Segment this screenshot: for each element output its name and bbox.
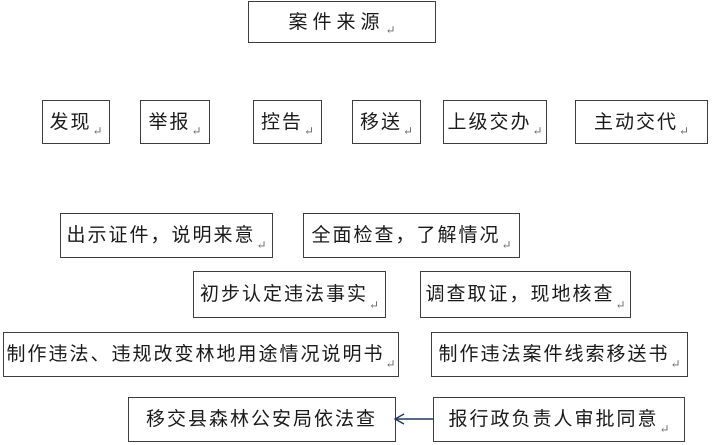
node-transfer: 移送↵	[352, 100, 421, 144]
paragraph-mark-icon: ↵	[385, 23, 396, 37]
node-label: 初步认定违法事实	[199, 284, 368, 305]
node-full-inspection: 全面检查，了解情况↵	[303, 213, 520, 258]
node-label: 发现	[49, 111, 92, 133]
paragraph-mark-icon: ↵	[92, 124, 103, 138]
node-label: 出示证件，说明来意	[66, 225, 256, 246]
node-clue-transfer-document: 制作违法案件线索移送书↵	[431, 332, 688, 377]
node-superior-assignment: 上级交办↵	[443, 100, 547, 144]
node-investigation-verification: 调查取证，现地核查↵	[420, 271, 631, 318]
node-label: 上级交办	[447, 111, 532, 133]
node-label: 移送	[359, 111, 402, 133]
node-accusation: 控告↵	[253, 100, 322, 144]
node-report: 举报↵	[140, 100, 210, 144]
node-statement-document: 制作违法、违规改变林地用途情况说明书↵	[3, 332, 399, 377]
node-show-credentials: 出示证件，说明来意↵	[60, 213, 273, 258]
node-preliminary-determination: 初步认定违法事实↵	[193, 271, 386, 318]
paragraph-mark-icon: ↵	[402, 124, 414, 138]
node-discover: 发现↵	[42, 100, 110, 144]
paragraph-mark-icon: ↵	[385, 357, 396, 371]
node-voluntary-confession: 主动交代↵	[575, 100, 708, 144]
node-transfer-to-forest-police: 移交县森林公安局依法查	[128, 397, 396, 442]
node-label: 报行政负责人审批同意	[448, 409, 659, 430]
paragraph-mark-icon: ↵	[532, 124, 543, 138]
node-label: 主动交代	[593, 111, 678, 133]
node-label: 全面检查，了解情况	[311, 225, 501, 246]
node-case-source: 案件来源↵	[248, 1, 436, 43]
node-label: 制作违法案件线索移送书	[438, 344, 670, 365]
node-label: 移交县森林公安局依法查	[145, 409, 377, 430]
node-label: 调查取证，现地核查	[425, 284, 615, 305]
paragraph-mark-icon: ↵	[615, 298, 626, 312]
paragraph-mark-icon: ↵	[191, 124, 202, 138]
node-label: 制作违法、违规改变林地用途情况说明书	[6, 344, 385, 365]
paragraph-mark-icon: ↵	[501, 238, 512, 252]
paragraph-mark-icon: ↵	[256, 238, 267, 252]
paragraph-mark-icon: ↵	[303, 124, 315, 138]
node-label: 控告	[260, 111, 303, 133]
approval-to-police-arrow-icon	[393, 413, 434, 425]
paragraph-mark-icon: ↵	[670, 357, 681, 371]
paragraph-mark-icon: ↵	[659, 422, 670, 436]
node-label: 举报	[148, 111, 191, 133]
node-approval-by-administrative-head: 报行政负责人审批同意↵	[433, 397, 685, 442]
node-label: 案件来源	[288, 11, 385, 33]
paragraph-mark-icon: ↵	[678, 124, 690, 138]
paragraph-mark-icon: ↵	[368, 298, 380, 312]
